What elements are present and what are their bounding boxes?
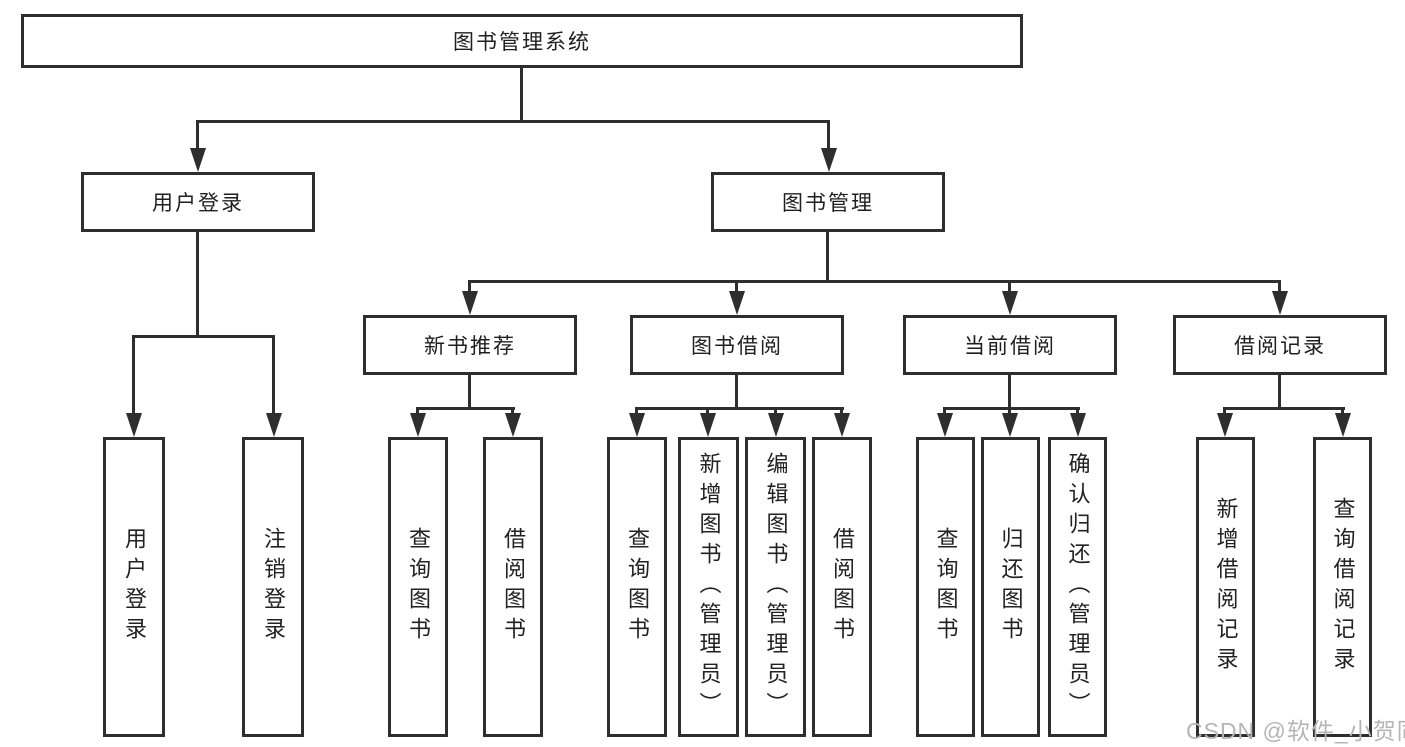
connector-line	[196, 120, 830, 123]
connector-line	[635, 407, 844, 410]
leaf-borrow-books-recommend: 借阅图书	[483, 437, 543, 737]
node-label: 注销登录	[261, 527, 286, 647]
node-label: 查询图书	[406, 527, 431, 647]
leaf-logout: 注销登录	[242, 437, 304, 737]
node-label: 新书推荐	[424, 335, 516, 358]
connector-line	[943, 407, 1080, 410]
node-label: 图书管理	[782, 192, 874, 215]
connector-line	[416, 407, 515, 410]
arrow-down-icon	[190, 148, 206, 172]
leaf-confirm-return-admin: 确认归还（管理员）	[1048, 437, 1107, 737]
node-new-book-recommendation: 新书推荐	[363, 315, 577, 375]
arrow-down-icon	[410, 413, 426, 437]
leaf-query-books-current: 查询图书	[916, 437, 975, 737]
leaf-edit-book-admin: 编辑图书（管理员）	[745, 437, 806, 737]
node-label: 用户登录	[152, 192, 244, 215]
node-label: 图书借阅	[691, 335, 783, 358]
leaf-query-books-borrowing: 查询图书	[607, 437, 667, 737]
node-label: 借阅图书	[830, 527, 855, 647]
arrow-down-icon	[1217, 413, 1233, 437]
arrow-down-icon	[1002, 291, 1018, 315]
node-borrowing-records: 借阅记录	[1173, 315, 1387, 375]
leaf-return-book: 归还图书	[981, 437, 1040, 737]
arrow-down-icon	[505, 413, 521, 437]
connector-line	[1223, 407, 1345, 410]
node-label: 新增图书（管理员）	[696, 452, 722, 722]
node-label: 查询图书	[625, 527, 650, 647]
connector-line	[196, 232, 199, 335]
connector-line	[826, 232, 829, 280]
arrow-down-icon	[1002, 413, 1018, 437]
leaf-add-borrow-record: 新增借阅记录	[1196, 437, 1255, 737]
connector-line	[468, 280, 1281, 283]
connector-line	[520, 68, 523, 120]
connector-line	[132, 335, 275, 338]
leaf-add-book-admin: 新增图书（管理员）	[678, 437, 739, 737]
node-current-borrowing: 当前借阅	[903, 315, 1117, 375]
arrow-down-icon	[629, 413, 645, 437]
leaf-query-books-recommend: 查询图书	[388, 437, 448, 737]
arrow-down-icon	[1335, 413, 1351, 437]
arrow-down-icon	[834, 413, 850, 437]
node-label: 借阅图书	[501, 527, 526, 647]
arrow-down-icon	[266, 413, 282, 437]
node-label: 图书管理系统	[453, 31, 591, 54]
node-label: 归还图书	[998, 527, 1024, 647]
node-book-borrowing: 图书借阅	[630, 315, 844, 375]
arrow-down-icon	[1070, 413, 1086, 437]
node-library-management-system: 图书管理系统	[21, 14, 1023, 68]
connector-line	[272, 335, 275, 425]
node-user-login: 用户登录	[81, 172, 315, 232]
arrow-down-icon	[1272, 291, 1288, 315]
connector-line	[132, 335, 135, 425]
node-label: 确认归还（管理员）	[1065, 452, 1091, 722]
node-book-management: 图书管理	[711, 172, 945, 232]
connector-line	[827, 120, 830, 160]
leaf-user-login: 用户登录	[103, 437, 165, 737]
node-label: 新增借阅记录	[1213, 497, 1239, 677]
arrow-down-icon	[462, 291, 478, 315]
node-label: 查询借阅记录	[1330, 497, 1356, 677]
watermark: CSDN @软件_小贺同学	[1186, 718, 1405, 744]
arrow-down-icon	[700, 413, 716, 437]
node-label: 编辑图书（管理员）	[763, 452, 789, 722]
arrow-down-icon	[821, 148, 837, 172]
connector-line	[735, 375, 738, 407]
connector-line	[1278, 375, 1281, 407]
arrow-down-icon	[126, 413, 142, 437]
node-label: 当前借阅	[964, 335, 1056, 358]
arrow-down-icon	[768, 413, 784, 437]
leaf-query-borrow-record: 查询借阅记录	[1313, 437, 1372, 737]
connector-line	[468, 375, 471, 407]
arrow-down-icon	[937, 413, 953, 437]
node-label: 借阅记录	[1234, 335, 1326, 358]
leaf-borrow-books-borrowing: 借阅图书	[812, 437, 872, 737]
connector-line	[196, 120, 199, 160]
node-label: 查询图书	[933, 527, 959, 647]
node-label: 用户登录	[122, 527, 147, 647]
connector-line	[1008, 375, 1011, 407]
arrow-down-icon	[729, 291, 745, 315]
